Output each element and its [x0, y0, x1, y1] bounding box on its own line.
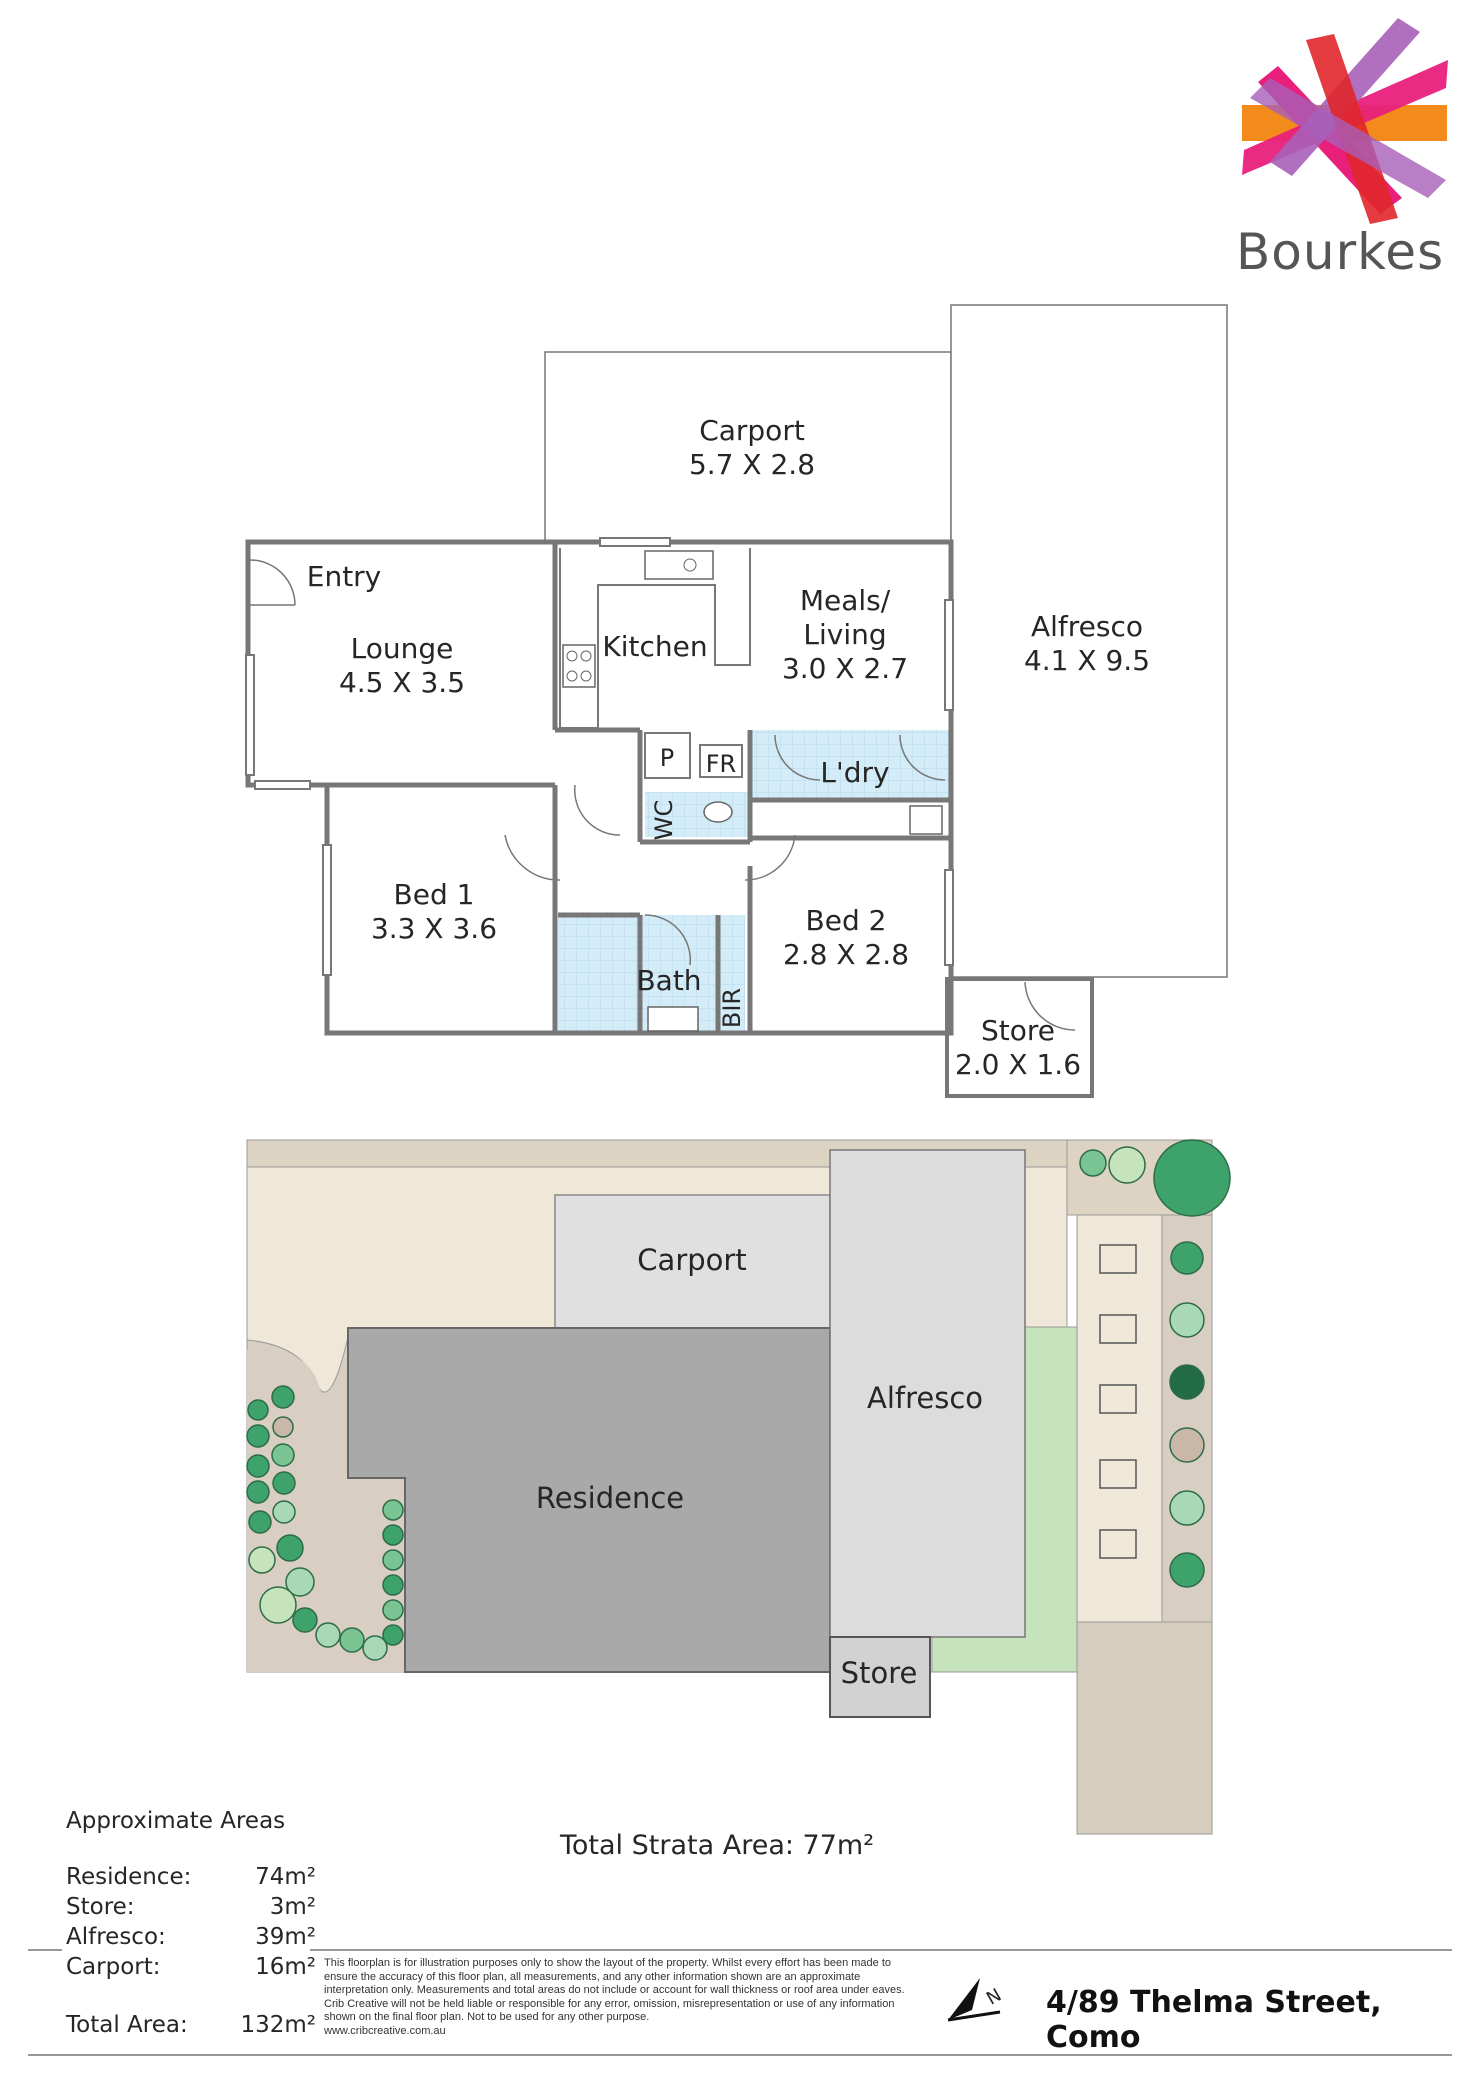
bed2-dims: 2.8 X 2.8	[783, 938, 909, 971]
strata-area: Total Strata Area: 77m²	[560, 1830, 875, 1861]
carport-dims: 5.7 X 2.8	[689, 448, 815, 481]
cooktop-icon	[562, 644, 596, 688]
area-row-carport: Carport:16m²	[66, 1954, 316, 1980]
property-address: 4/89 Thelma Street, Como	[1046, 1985, 1382, 2055]
area-row-alfresco: Alfresco:39m²	[66, 1924, 316, 1950]
meals-label-2: Living	[803, 618, 886, 651]
bir-label: BIR	[718, 988, 746, 1028]
store-dims: 2.0 X 1.6	[955, 1048, 1081, 1081]
entry-label: Entry	[307, 560, 382, 593]
store-area	[945, 977, 1094, 1098]
bath-label: Bath	[636, 964, 701, 997]
disclaimer: This floorplan is for illustration purpo…	[324, 1957, 924, 2039]
front-verge	[1076, 1621, 1213, 1835]
tree-icons	[246, 1139, 1231, 1661]
area-row-store: Store:3m²	[66, 1894, 316, 1920]
alfresco-label: Alfresco	[1031, 610, 1143, 643]
north-arrow-icon: N	[947, 1978, 1005, 2022]
svg-text:N: N	[983, 1985, 1005, 2010]
area-row-residence: Residence:74m²	[66, 1864, 316, 1890]
kitchen-bench	[559, 548, 751, 729]
kitchen-label: Kitchen	[602, 630, 707, 663]
site-store-label: Store	[841, 1656, 918, 1690]
wc-label: WC	[650, 800, 678, 841]
sink-icon	[644, 550, 714, 580]
areas-title: Approximate Areas	[66, 1808, 286, 1834]
site-carport	[554, 1194, 831, 1331]
store-label: Store	[981, 1014, 1055, 1047]
disclaimer-text: This floorplan is for illustration purpo…	[324, 1957, 905, 2024]
site-plan: Carport Alfresco Residence Store	[246, 1139, 1231, 1835]
approximate-areas: Approximate Areas Residence:74m² Store:3…	[66, 1808, 316, 2038]
bed1-label: Bed 1	[394, 878, 475, 911]
alfresco-area	[950, 304, 1228, 978]
site-store	[829, 1636, 931, 1718]
logo-mark-icon	[1242, 18, 1448, 224]
site-carport-label: Carport	[637, 1243, 746, 1277]
site-alfresco-label: Alfresco	[867, 1381, 983, 1415]
windows	[245, 537, 954, 976]
carport-area	[544, 351, 952, 543]
vanity-icon	[647, 1006, 699, 1032]
bed1-dims: 3.3 X 3.6	[371, 912, 497, 945]
meals-dims: 3.0 X 2.7	[782, 652, 908, 685]
disclaimer-url: www.cribcreative.com.au	[324, 2024, 446, 2037]
wc-tiles	[645, 792, 750, 837]
site-residence-label: Residence	[536, 1481, 684, 1515]
area-row-total: Total Area:132m²	[66, 2012, 316, 2038]
meals-label-1: Meals/	[800, 584, 891, 617]
laundry-tub-icon	[909, 805, 943, 835]
lounge-dims: 4.5 X 3.5	[339, 666, 465, 699]
brand-name: Bourkes	[1236, 223, 1445, 281]
toilet-icon	[703, 801, 733, 823]
pantry-label: P	[660, 744, 674, 772]
fridge-label: FR	[706, 750, 736, 778]
lounge-label: Lounge	[351, 632, 454, 665]
door-swings	[249, 559, 1076, 1031]
side-path	[1076, 1214, 1163, 1623]
alfresco-dims: 4.1 X 9.5	[1024, 644, 1150, 677]
residence-walls	[245, 539, 954, 1036]
carport-label: Carport	[699, 414, 805, 447]
laundry-label: L'dry	[820, 756, 889, 789]
laundry-tiles	[750, 730, 950, 800]
site-alfresco	[829, 1149, 1026, 1638]
bed2-label: Bed 2	[806, 904, 887, 937]
